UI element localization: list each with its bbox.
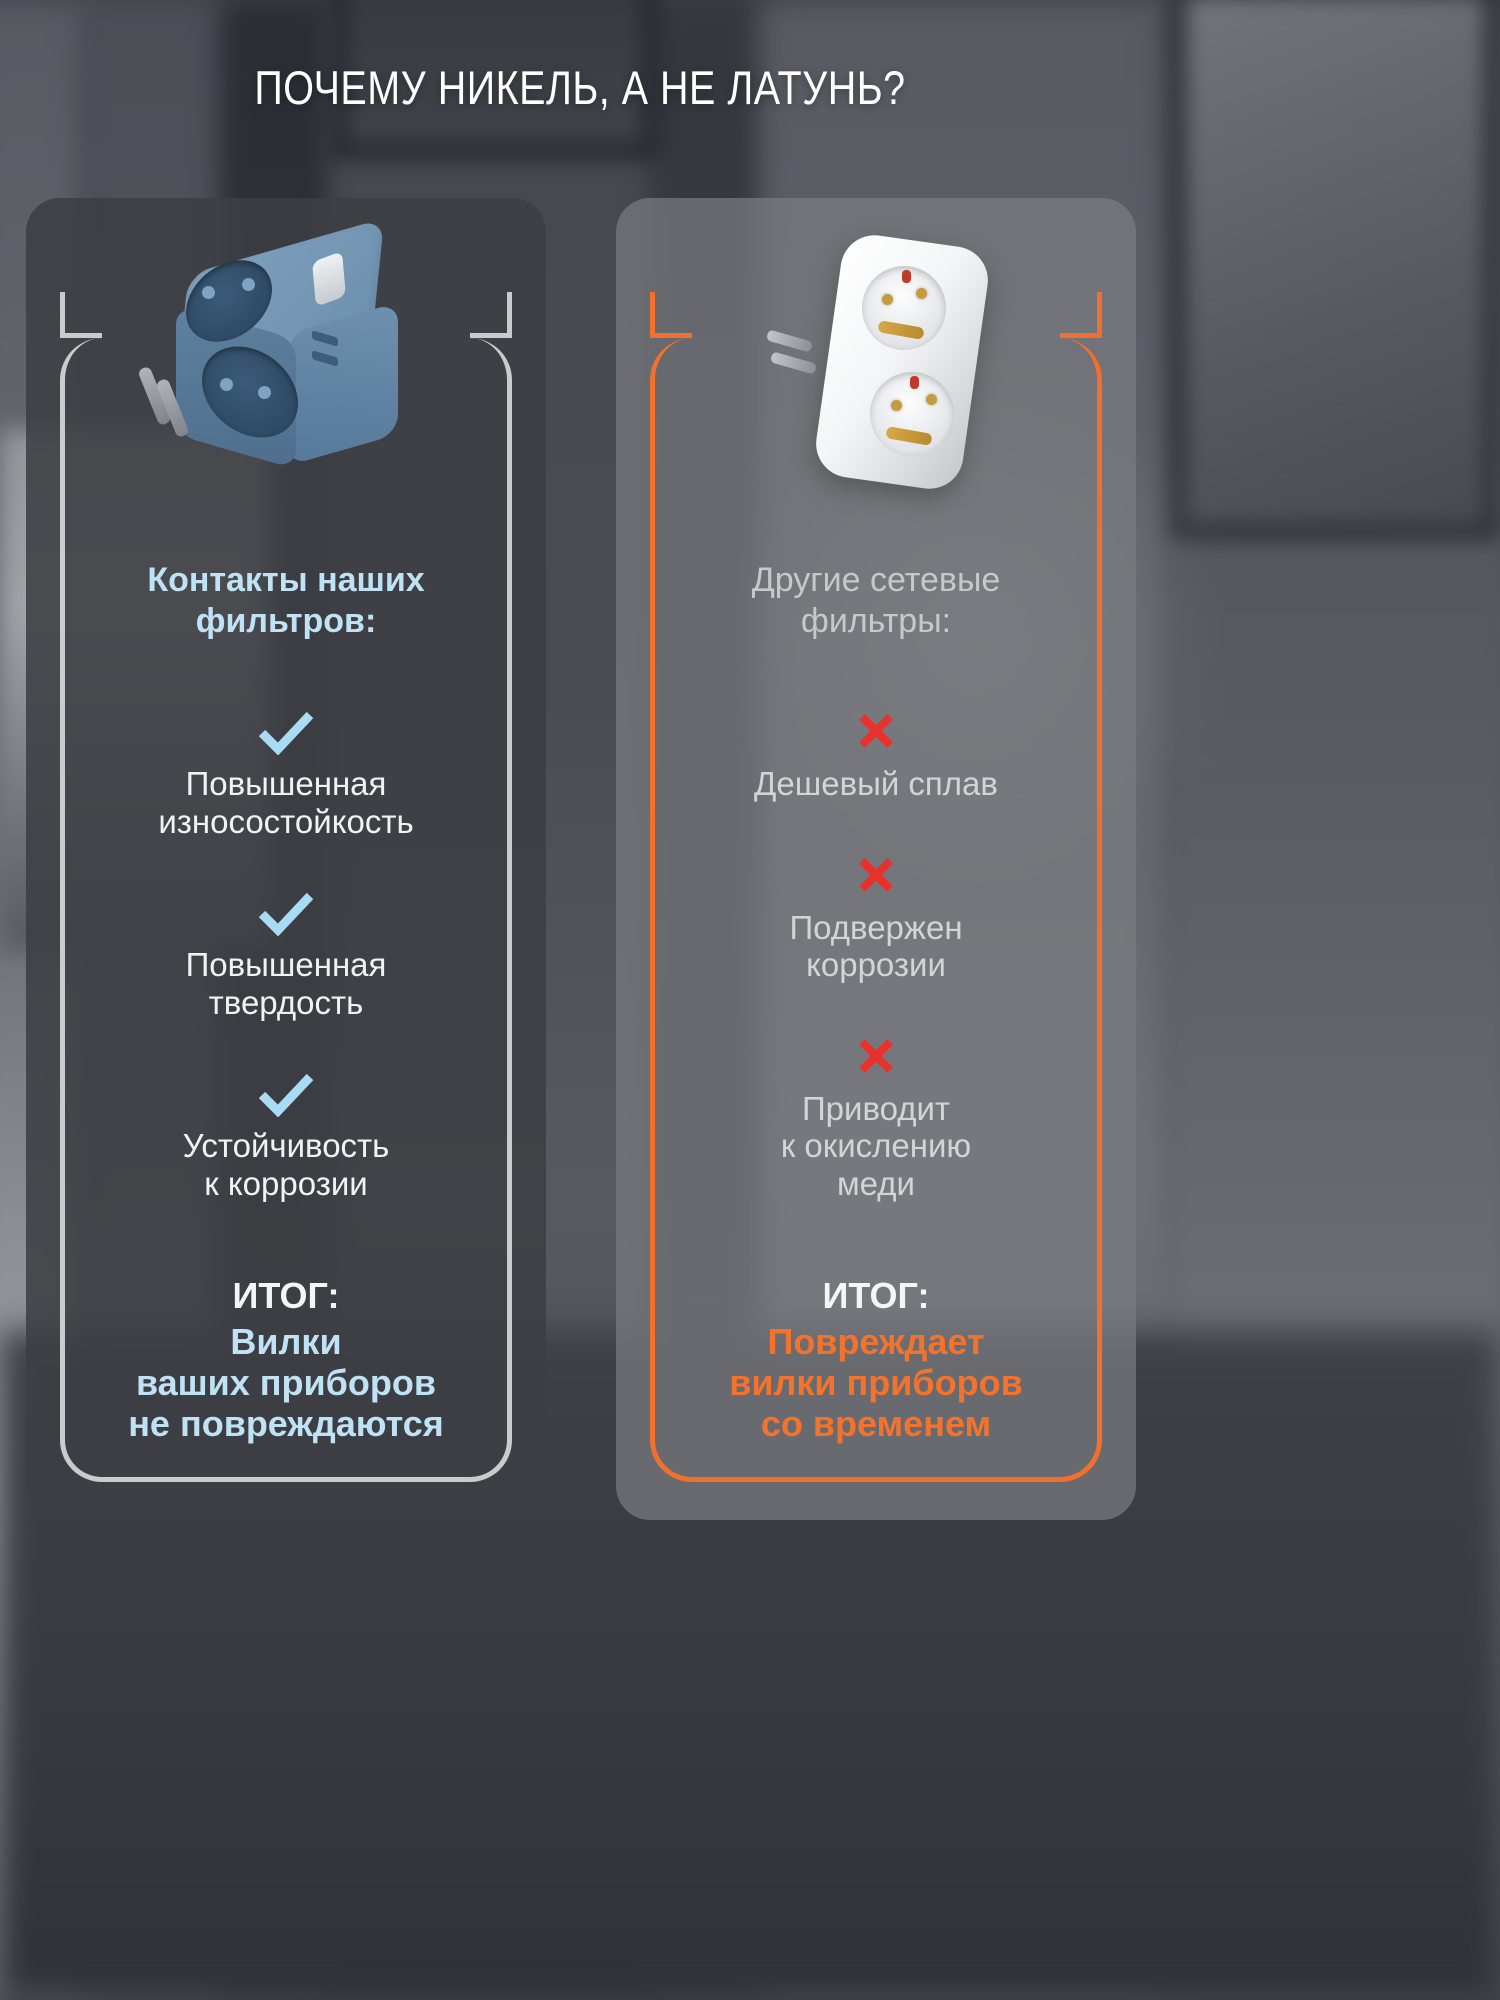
- list-item: Подвержен коррозии: [646, 855, 1106, 984]
- list-item-label: Приводит к окислению меди: [780, 1089, 972, 1202]
- check-icon: [56, 1073, 516, 1118]
- list-item: Дешевый сплав: [646, 711, 1106, 803]
- list-item: Повышенная износостойкость: [56, 711, 516, 840]
- list-item: Устойчивость к коррозии: [56, 1073, 516, 1202]
- panel-outline: [650, 292, 1102, 1482]
- socket-pin: [242, 278, 255, 291]
- check-icon: [56, 711, 516, 755]
- panel-outline-nub: [507, 292, 512, 338]
- benefit-list: Повышенная износостойкость Повышенная тв…: [56, 711, 516, 1203]
- cross-icon: [646, 855, 1106, 899]
- conclusion-ours: ИТОГ: Вилки ваших приборов не повреждают…: [56, 1275, 516, 1444]
- column-others: Другие сетевые фильтры: Дешевый сплав По…: [646, 560, 1106, 1444]
- list-item: Повышенная твердость: [56, 892, 516, 1021]
- conclusion-text: Повреждает вилки приборов со временем: [729, 1320, 1023, 1444]
- brass-contact: [891, 400, 902, 411]
- cross-icon: [646, 711, 1106, 755]
- list-item: Приводит к окислению меди: [646, 1036, 1106, 1203]
- panel-outline-nub: [60, 292, 65, 338]
- product-image-our-filter: [130, 218, 430, 476]
- list-item-label: Подвержен коррозии: [789, 908, 963, 984]
- indicator-dot: [902, 270, 911, 283]
- brass-contact: [882, 294, 893, 305]
- socket-pin: [258, 386, 271, 399]
- page-title: ПОЧЕМУ НИКЕЛЬ, А НЕ ЛАТУНЬ?: [254, 61, 906, 114]
- list-item-label: Повышенная твердость: [185, 946, 387, 1021]
- conclusion-title: ИТОГ:: [822, 1274, 930, 1316]
- list-item-label: Устойчивость к коррозии: [182, 1127, 390, 1202]
- panel-outline-nub: [650, 292, 655, 338]
- brass-contact: [916, 288, 927, 299]
- panel-outline-nub: [1097, 292, 1102, 338]
- socket-pin: [220, 378, 233, 391]
- background-picture-frame: [1170, 0, 1500, 540]
- background-picture-frame: [330, 0, 660, 160]
- list-item-label: Повышенная износостойкость: [158, 764, 414, 840]
- conclusion-text: Вилки ваших приборов не повреждаются: [128, 1320, 444, 1444]
- brass-contact: [926, 394, 937, 405]
- list-item-label: Дешевый сплав: [754, 764, 998, 802]
- conclusion-others: ИТОГ: Повреждает вилки приборов со време…: [646, 1275, 1106, 1444]
- panel-outline: [60, 292, 512, 1482]
- cross-icon: [646, 1036, 1106, 1080]
- check-icon: [56, 892, 516, 937]
- column-heading-ours: Контакты наших фильтров:: [147, 561, 425, 641]
- plug-prong: [769, 351, 818, 375]
- indicator-dot: [910, 376, 919, 389]
- drawback-list: Дешевый сплав Подвержен коррозии Приводи…: [646, 711, 1106, 1203]
- product-image-other-filter: [765, 222, 1050, 522]
- plug-prong: [765, 329, 814, 353]
- column-ours: Контакты наших фильтров: Повышенная изно…: [56, 560, 516, 1444]
- column-heading-others: Другие сетевые фильтры:: [751, 561, 1001, 641]
- socket-pin: [202, 286, 215, 299]
- conclusion-title: ИТОГ:: [232, 1274, 340, 1316]
